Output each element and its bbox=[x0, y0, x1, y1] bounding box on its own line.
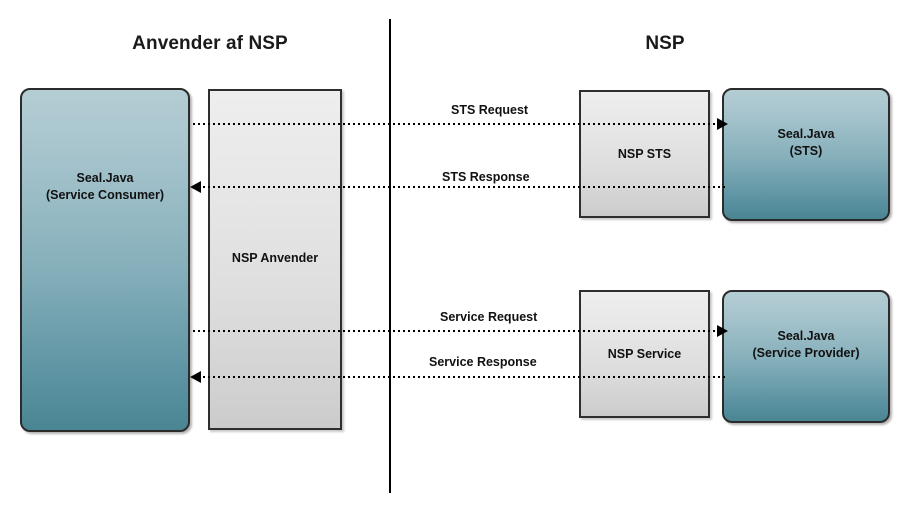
box-label-nsp-anvender: NSP Anvender bbox=[231, 251, 319, 266]
flow-line-sts-request bbox=[193, 123, 727, 125]
arrowhead-right-icon-sts-request bbox=[717, 118, 728, 130]
box-nsp-service[interactable]: NSP Service bbox=[579, 290, 710, 418]
flow-label-service-response: Service Response bbox=[429, 355, 537, 369]
box-label-seal-java-service-provider: Seal.Java (Service Provider) bbox=[752, 328, 860, 360]
arrowhead-left-icon-sts-response bbox=[190, 181, 201, 193]
box-nsp-anvender[interactable]: NSP Anvender bbox=[208, 89, 342, 430]
arrowhead-right-icon-service-request bbox=[717, 325, 728, 337]
box-seal-java-service-provider[interactable]: Seal.Java (Service Provider) bbox=[722, 290, 890, 423]
section-title-nsp: NSP bbox=[645, 33, 685, 54]
box-seal-java-sts[interactable]: Seal.Java (STS) bbox=[722, 88, 890, 221]
box-nsp-sts[interactable]: NSP STS bbox=[579, 90, 710, 218]
flow-line-sts-response bbox=[193, 186, 727, 188]
flow-label-sts-request: STS Request bbox=[451, 103, 529, 117]
flow-label-service-request: Service Request bbox=[440, 310, 538, 324]
box-seal-java-service-consumer[interactable]: Seal.Java (Service Consumer) bbox=[20, 88, 190, 432]
box-label-seal-java-service-consumer: Seal.Java (Service Consumer) bbox=[45, 171, 165, 202]
box-label-nsp-service: NSP Service bbox=[607, 346, 682, 361]
flow-label-sts-response: STS Response bbox=[442, 170, 530, 184]
section-title-consumer: Anvender af NSP bbox=[132, 33, 288, 54]
box-label-nsp-sts: NSP STS bbox=[617, 146, 672, 161]
domain-divider-line bbox=[389, 19, 391, 493]
arrowhead-left-icon-service-response bbox=[190, 371, 201, 383]
flow-line-service-response bbox=[193, 376, 727, 378]
box-label-seal-java-sts: Seal.Java (STS) bbox=[777, 126, 835, 158]
flow-line-service-request bbox=[193, 330, 727, 332]
